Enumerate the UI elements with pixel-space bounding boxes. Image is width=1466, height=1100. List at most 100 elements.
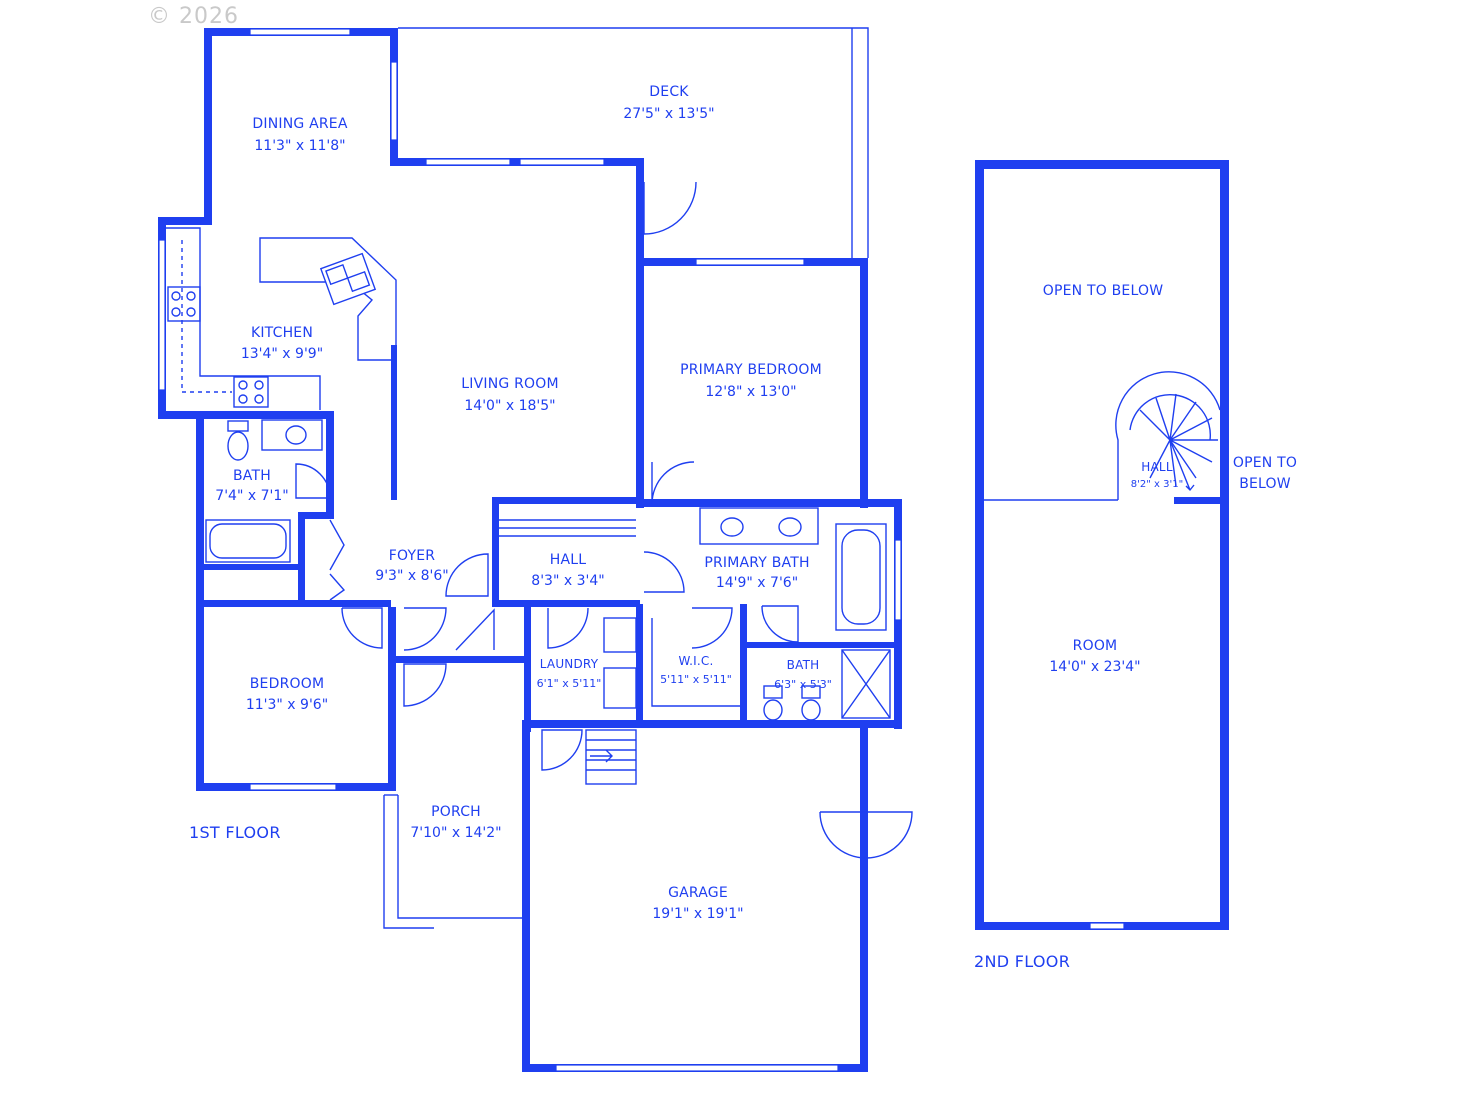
garage-dim: 19'1" x 19'1" (652, 906, 744, 922)
hall-closets (499, 519, 636, 537)
vanity (261, 419, 323, 451)
laundry-dim: 6'1" x 5'11" (536, 677, 602, 690)
cooktop (233, 376, 269, 408)
kitchen-name: KITCHEN (250, 325, 314, 341)
wall (860, 720, 868, 1072)
wall (390, 158, 644, 166)
bath1-fixtures (205, 419, 331, 563)
window (158, 239, 166, 391)
wall (492, 497, 499, 607)
wall (298, 512, 305, 607)
bedroom-dim: 11'3" x 9'6" (245, 697, 329, 713)
bath1-name: BATH (233, 468, 271, 484)
wall (204, 28, 212, 220)
first-floor-label: 1ST FLOOR (189, 823, 281, 842)
wall (298, 512, 334, 519)
wall (391, 345, 397, 500)
second-floor-walls (975, 160, 1229, 930)
window (894, 539, 902, 621)
dining-dim: 11'3" x 11'8" (254, 138, 346, 154)
second-floor-label: 2ND FLOOR (974, 952, 1071, 971)
wall (975, 160, 1229, 169)
primary-bath-name: PRIMARY BATH (704, 555, 810, 571)
washer (603, 617, 637, 653)
window (519, 158, 605, 166)
kitchen-dim: 13'4" x 9'9" (240, 346, 324, 362)
wall (860, 258, 868, 508)
open-below-side-line1: OPEN TO (1232, 455, 1298, 471)
room2-dim: 14'0" x 23'4" (1049, 659, 1141, 675)
porch-name: PORCH (431, 804, 481, 820)
open-below-side-line2: BELOW (1239, 476, 1291, 492)
open-below-top: OPEN TO BELOW (1042, 283, 1164, 299)
porch-dim: 7'10" x 14'2" (410, 825, 502, 841)
dining-name: DINING AREA (252, 116, 348, 132)
wall (388, 607, 396, 791)
wall (326, 411, 334, 515)
doors (341, 181, 913, 859)
hall1-dim: 8'3" x 3'4" (531, 573, 605, 589)
bath1-dim: 7'4" x 7'1" (215, 488, 289, 504)
wall (196, 600, 391, 607)
window (249, 28, 351, 36)
wall (524, 604, 531, 732)
window (249, 783, 337, 791)
laundry-fixtures (603, 617, 637, 709)
wall (746, 642, 896, 648)
kitchen-fixtures (166, 227, 397, 410)
window (1089, 922, 1125, 930)
bath2-name: BATH (786, 658, 820, 672)
wall (492, 497, 644, 504)
wall (1220, 160, 1229, 930)
hall1-name: HALL (549, 552, 587, 568)
hall2-name: HALL (1141, 460, 1173, 474)
hall2-dim: 8'2" x 3'1" (1130, 479, 1184, 490)
garage-name: GARAGE (668, 885, 728, 901)
wall (158, 217, 212, 225)
wall (636, 158, 644, 508)
wic-dim: 5'11" x 5'11" (660, 673, 732, 686)
bedroom-name: BEDROOM (249, 676, 325, 692)
wic-shelves (651, 618, 740, 707)
bath2-dim: 6'3" x 5'3" (774, 678, 832, 691)
garage-stairs (585, 729, 637, 785)
wall (975, 160, 984, 930)
wall (196, 564, 300, 570)
wall (492, 600, 640, 607)
wall (740, 604, 747, 724)
closet (329, 519, 346, 601)
room2-name: ROOM (1072, 638, 1118, 654)
primary-bedroom-dim: 12'8" x 13'0" (705, 384, 797, 400)
stove (167, 286, 201, 322)
wall (522, 720, 530, 1072)
wall (158, 411, 332, 419)
primary-bedroom-name: PRIMARY BEDROOM (680, 362, 822, 378)
window (555, 1064, 839, 1072)
copyright-watermark: © 2026 (148, 4, 239, 29)
tub (205, 519, 291, 563)
window (695, 258, 805, 266)
wall (636, 604, 643, 724)
deck-dim: 27'5" x 13'5" (623, 106, 715, 122)
living-dim: 14'0" x 18'5" (464, 398, 556, 414)
wall (644, 499, 902, 507)
deck-name: DECK (649, 84, 689, 100)
bathtub (835, 523, 887, 631)
windows (158, 28, 902, 1072)
exterior-outlines (383, 27, 869, 929)
wall (1174, 497, 1222, 504)
wall (524, 720, 902, 728)
dryer (603, 667, 637, 709)
foyer-name: FOYER (388, 548, 436, 564)
laundry-name: LAUNDRY (539, 657, 599, 671)
wall (396, 656, 530, 663)
wic-name: W.I.C. (678, 654, 714, 668)
primary-bath-fixtures (699, 507, 891, 721)
double-vanity (699, 507, 819, 545)
window (425, 158, 511, 166)
foyer-dim: 9'3" x 8'6" (375, 568, 449, 584)
primary-bath-dim: 14'9" x 7'6" (715, 575, 799, 591)
living-name: LIVING ROOM (461, 376, 559, 392)
window (390, 61, 398, 141)
